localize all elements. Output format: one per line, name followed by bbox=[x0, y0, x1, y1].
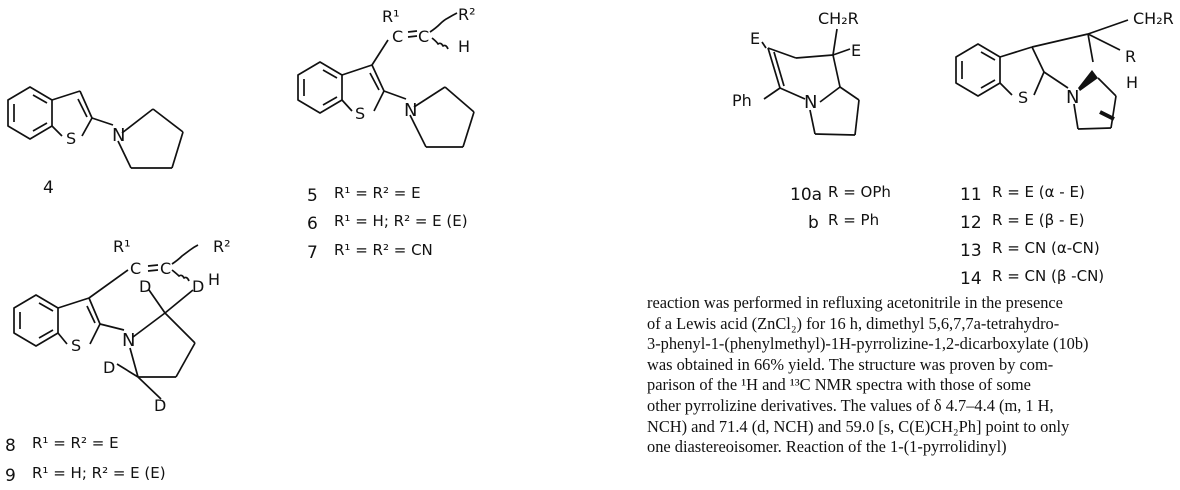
structure-5-drawing: R¹ C C R² H S N bbox=[297, 5, 476, 148]
compound-number-11: 11 bbox=[960, 185, 982, 205]
compound-def-10a: R = OPh bbox=[828, 183, 891, 201]
atom-h: H bbox=[208, 270, 220, 289]
atom-c-beta: C bbox=[418, 27, 429, 46]
atom-d: D bbox=[103, 358, 115, 377]
compound-number-9: 9 bbox=[5, 466, 16, 486]
atom-d: D bbox=[139, 277, 151, 296]
atom-r2: R² bbox=[213, 237, 231, 256]
paragraph-line: reaction was performed in refluxing acet… bbox=[647, 293, 1063, 312]
atom-s: S bbox=[355, 104, 365, 123]
compound-number-6: 6 bbox=[307, 214, 318, 234]
compound-number-14: 14 bbox=[960, 269, 982, 289]
atom-s: S bbox=[1018, 88, 1028, 107]
compound-number-5: 5 bbox=[307, 186, 318, 206]
compound-def-14: R = CN (β -CN) bbox=[992, 267, 1105, 285]
compound-number-13: 13 bbox=[960, 241, 982, 261]
compound-number-8: 8 bbox=[5, 436, 16, 456]
atom-d: D bbox=[154, 396, 166, 415]
group-ph: Ph bbox=[732, 91, 752, 110]
atom-h: H bbox=[1126, 73, 1138, 92]
structure-compound-10: E CH₂R E Ph N bbox=[730, 0, 930, 175]
atom-c-alpha: C bbox=[392, 27, 403, 46]
structure-compound-5: R¹ C C R² H S N bbox=[280, 0, 560, 200]
paragraph-line: was obtained in 66% yield. The structure… bbox=[647, 354, 1054, 374]
compound-number-10b: b bbox=[808, 213, 819, 233]
atom-n: N bbox=[122, 330, 135, 351]
paragraph-line: of a Lewis acid (ZnCl₂) for 16 h, dimeth… bbox=[647, 313, 1060, 333]
atom-r1: R¹ bbox=[382, 7, 400, 26]
structure-10-drawing: E CH₂R E Ph N bbox=[732, 9, 861, 136]
compound-def-8: R¹ = R² = E bbox=[32, 434, 119, 452]
compound-number-4: 4 bbox=[43, 178, 54, 198]
atom-n: N bbox=[112, 125, 125, 146]
compound-number-10a: 10a bbox=[790, 185, 823, 205]
atom-s: S bbox=[66, 129, 76, 148]
compound-def-6: R¹ = H; R² = E (E) bbox=[334, 212, 468, 230]
compound-def-13: R = CN (α-CN) bbox=[992, 239, 1100, 257]
compound-def-11: R = E (α - E) bbox=[992, 183, 1085, 201]
compound-def-9: R¹ = H; R² = E (E) bbox=[32, 464, 166, 482]
body-paragraph: reaction was performed in refluxing acet… bbox=[647, 293, 1180, 490]
atom-c-alpha: C bbox=[130, 259, 141, 278]
atom-n: N bbox=[804, 92, 817, 113]
atom-r1: R¹ bbox=[113, 237, 131, 256]
structure-compound-11: CH₂R R H S N bbox=[940, 0, 1180, 175]
atom-n: N bbox=[1066, 87, 1079, 108]
structure-compound-4: S N bbox=[0, 0, 260, 240]
compound-def-12: R = E (β - E) bbox=[992, 211, 1085, 229]
atom-h: H bbox=[458, 37, 470, 56]
compound-def-7: R¹ = R² = CN bbox=[334, 241, 433, 259]
atom-c-beta: C bbox=[160, 259, 171, 278]
atom-s: S bbox=[71, 336, 81, 355]
paragraph-line: one diastereoisomer. Reaction of the 1-(… bbox=[647, 437, 1007, 457]
atom-e: E bbox=[750, 29, 760, 48]
atom-d: D bbox=[192, 277, 204, 296]
structure-8-drawing: R¹ C C R² H S N D D D D bbox=[13, 237, 231, 415]
structure-4-drawing: S N bbox=[7, 86, 184, 169]
atom-e: E bbox=[851, 41, 861, 60]
compound-number-12: 12 bbox=[960, 213, 982, 233]
compound-number-7: 7 bbox=[307, 243, 318, 263]
paragraph-line: parison of the ¹H and ¹³C NMR spectra wi… bbox=[647, 375, 1031, 395]
compound-def-5: R¹ = R² = E bbox=[334, 184, 421, 202]
group-ch2r: CH₂R bbox=[1133, 9, 1174, 28]
paragraph-line: other pyrrolizine derivatives. The value… bbox=[647, 395, 1054, 415]
atom-n: N bbox=[404, 100, 417, 121]
paragraph-line: NCH) and 71.4 (d, NCH) and 59.0 [s, C(E)… bbox=[647, 416, 1070, 436]
group-ch2r: CH₂R bbox=[818, 9, 859, 28]
compound-def-10b: R = Ph bbox=[828, 211, 880, 229]
structure-compound-8: R¹ C C R² H S N D D D D bbox=[0, 230, 270, 420]
paragraph-line: 3-phenyl-1-(phenylmethyl)-1H-pyrrolizine… bbox=[647, 334, 1089, 354]
atom-r: R bbox=[1125, 47, 1136, 66]
atom-r2: R² bbox=[458, 5, 476, 24]
structure-11-drawing: CH₂R R H S N bbox=[955, 9, 1174, 130]
